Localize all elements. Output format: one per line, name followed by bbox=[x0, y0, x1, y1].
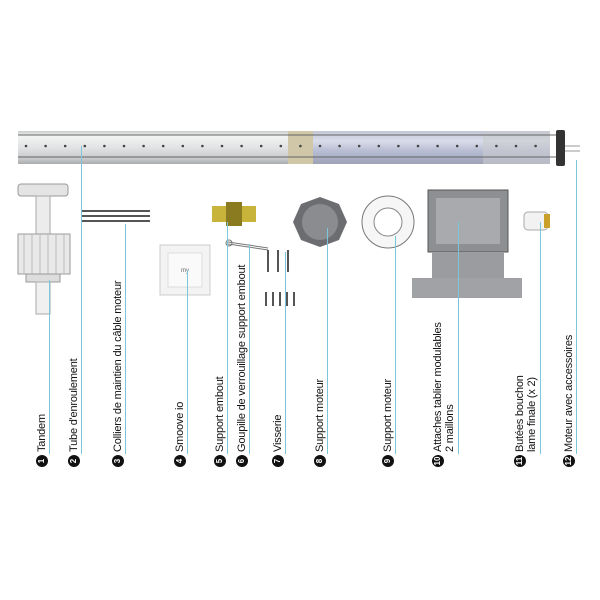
part-label-line: Smoove io bbox=[174, 401, 186, 452]
part-label-line-2: 2 maillons bbox=[444, 404, 456, 452]
part-label: Moteur avec accessoires bbox=[563, 335, 575, 452]
part-label-line: Support moteur bbox=[382, 378, 394, 452]
smoove-switch: my bbox=[159, 244, 211, 296]
tandem-part bbox=[17, 183, 71, 315]
part-number-badge: 7 bbox=[272, 455, 284, 467]
part-number-badge: 1 bbox=[36, 455, 48, 467]
part-label-line: Support embout bbox=[214, 376, 226, 452]
svg-text:my: my bbox=[181, 268, 189, 274]
part-number-badge: 5 bbox=[214, 455, 226, 467]
part-label: Smoove io bbox=[174, 402, 186, 452]
part-label: Support moteur bbox=[314, 379, 326, 452]
part-label: Visserie bbox=[272, 415, 284, 452]
leader-line bbox=[49, 280, 50, 454]
part-number-badge: 12 bbox=[563, 455, 575, 467]
roller-tube bbox=[18, 130, 580, 166]
part-label-line: Visserie bbox=[272, 414, 284, 452]
part-number-badge: 6 bbox=[236, 455, 248, 467]
part-label-line: Goupille de verrouillage support embout bbox=[236, 264, 248, 452]
part-label-line: Support moteur bbox=[314, 378, 326, 452]
screws bbox=[265, 250, 295, 306]
motor-support-round bbox=[293, 197, 347, 247]
part-label: Tandem bbox=[36, 414, 48, 452]
part-label-line: Colliers de maintien du câble moteur bbox=[112, 280, 124, 452]
cable-ties bbox=[82, 210, 150, 222]
part-number-badge: 2 bbox=[68, 455, 80, 467]
slat-attachments bbox=[412, 189, 522, 298]
leader-line bbox=[125, 224, 126, 454]
leader-line bbox=[227, 222, 228, 454]
leader-line bbox=[395, 236, 396, 454]
part-label-line: Moteur avec accessoires bbox=[563, 334, 575, 452]
end-support bbox=[212, 202, 256, 226]
leader-line bbox=[540, 222, 541, 454]
part-label: Support embout bbox=[214, 377, 226, 452]
leader-line bbox=[285, 252, 286, 454]
part-label: Goupille de verrouillage support embout bbox=[236, 265, 248, 452]
leader-line bbox=[327, 228, 328, 454]
part-label-line: Tube d'enroulement bbox=[68, 358, 80, 453]
part-label: Colliers de maintien du câble moteur bbox=[112, 281, 124, 452]
leader-line bbox=[576, 160, 577, 454]
part-label-line-2: lame finale (x 2) bbox=[526, 377, 538, 452]
part-label-line: Attaches tablier modulables bbox=[432, 322, 444, 452]
part-label: Support moteur bbox=[382, 379, 394, 452]
leader-line bbox=[187, 270, 188, 454]
leader-line bbox=[458, 222, 459, 454]
part-number-badge: 8 bbox=[314, 455, 326, 467]
part-number-badge: 10 bbox=[432, 455, 444, 467]
part-number-badge: 11 bbox=[514, 455, 526, 467]
leader-line bbox=[249, 244, 250, 454]
part-number-badge: 9 bbox=[382, 455, 394, 467]
part-label-line: Butées bouchon bbox=[514, 375, 526, 452]
end-stop-plugs bbox=[523, 211, 550, 231]
part-number-badge: 4 bbox=[174, 455, 186, 467]
part-label: Tube d'enroulement bbox=[68, 359, 80, 453]
part-number-badge: 3 bbox=[112, 455, 124, 467]
locking-pin bbox=[225, 239, 269, 251]
part-label-line: Tandem bbox=[36, 414, 48, 452]
leader-line bbox=[81, 146, 82, 454]
motor-support-star bbox=[361, 195, 415, 249]
